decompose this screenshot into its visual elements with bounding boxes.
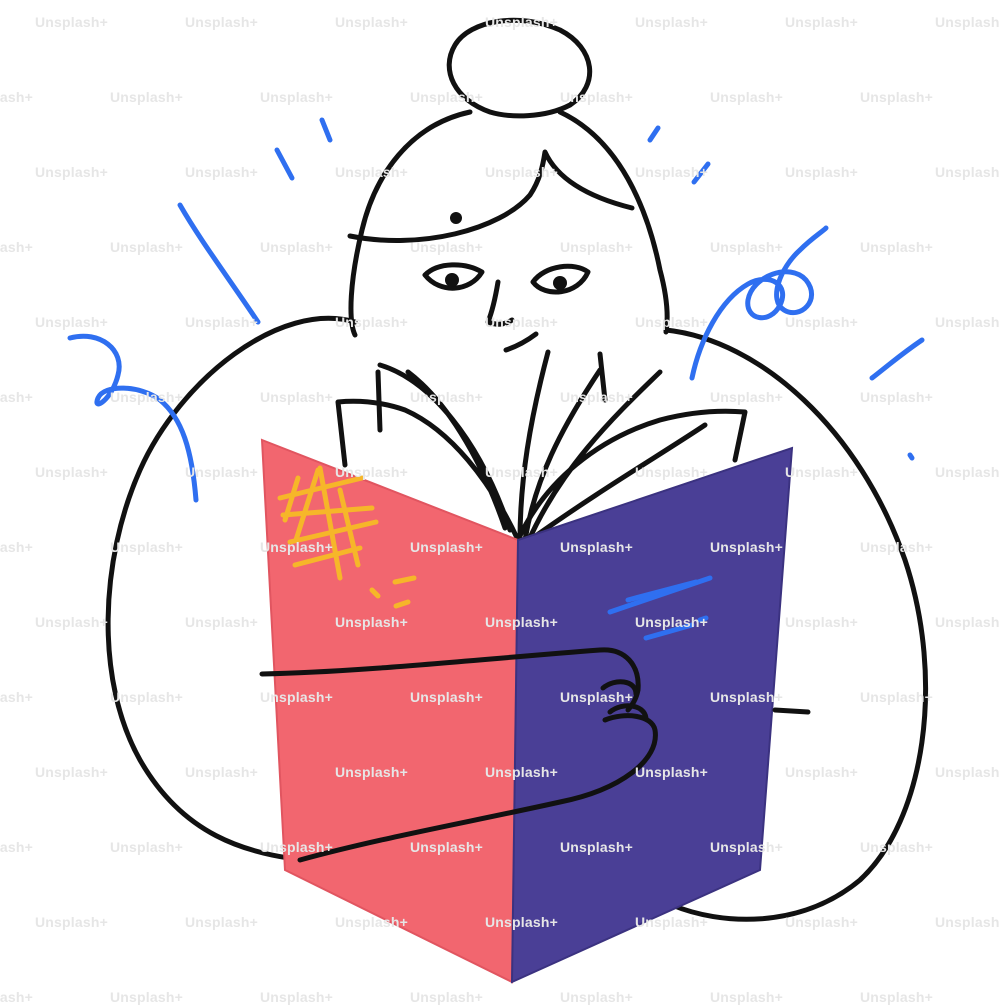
body-outline [105,315,929,922]
blue-squiggle-right [689,225,829,381]
arm-outline [259,647,641,713]
hand-fingers [297,679,658,863]
yellow-scribble-dashes [369,575,417,609]
head-outline [348,109,670,338]
hair-part-fringe [347,149,635,243]
forehead-dot [450,212,462,224]
nose [485,279,515,327]
yellow-scribble-grid [277,465,379,581]
blue-squiggle-left [67,333,199,503]
blue-motion-marks [177,117,925,461]
hair-bun [446,17,593,119]
right-pupil [553,276,567,290]
left-pupil [445,273,459,287]
book-pages [335,349,748,545]
mouth [503,331,539,353]
left-eye [422,262,485,291]
side-stroke [772,707,811,715]
right-eye [530,263,591,295]
blue-cover-strokes [607,575,713,641]
book-right-cover [510,446,794,984]
